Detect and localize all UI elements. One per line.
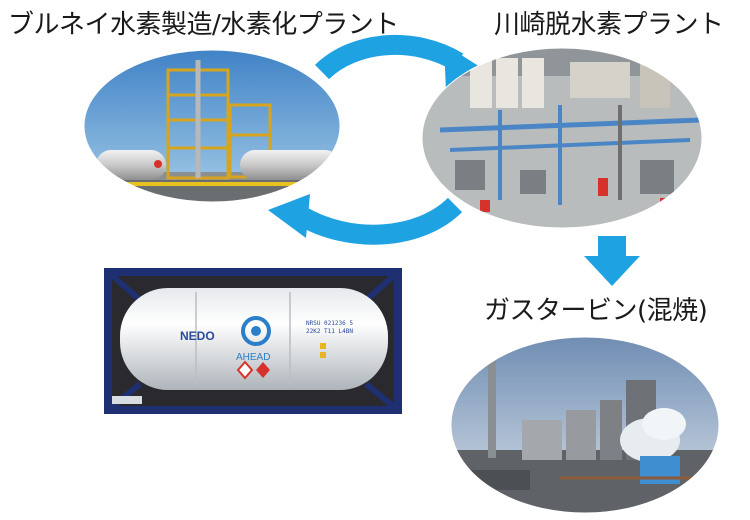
hazard-diamond-icon: [256, 362, 270, 378]
brunei-plant-photo: [84, 50, 340, 202]
kawasaki-plant-photo: [422, 48, 702, 228]
ahead-logo: AHEAD: [236, 352, 270, 363]
hydrogen-container-photo: [104, 268, 402, 414]
kawasaki-plant-label: 川崎脱水素プラント: [494, 10, 724, 40]
no-fire-icon: [236, 360, 254, 380]
container-serial-1: NRSU 021236 5: [306, 320, 353, 327]
gas-turbine-label: ガスタービン(混焼): [484, 296, 708, 326]
gas-turbine-photo: [451, 337, 719, 513]
ahead-logo-icon: [241, 316, 271, 346]
container-serial-2: 22K2 T11 L4BN: [306, 328, 353, 335]
nedo-logo: NEDO: [180, 329, 215, 343]
arrow-head-left: [268, 194, 310, 238]
circular-flow-arrows: [268, 34, 488, 245]
brunei-plant-label: ブルネイ水素製造/水素化プラント: [8, 10, 399, 40]
down-arrow-icon: [584, 236, 640, 286]
